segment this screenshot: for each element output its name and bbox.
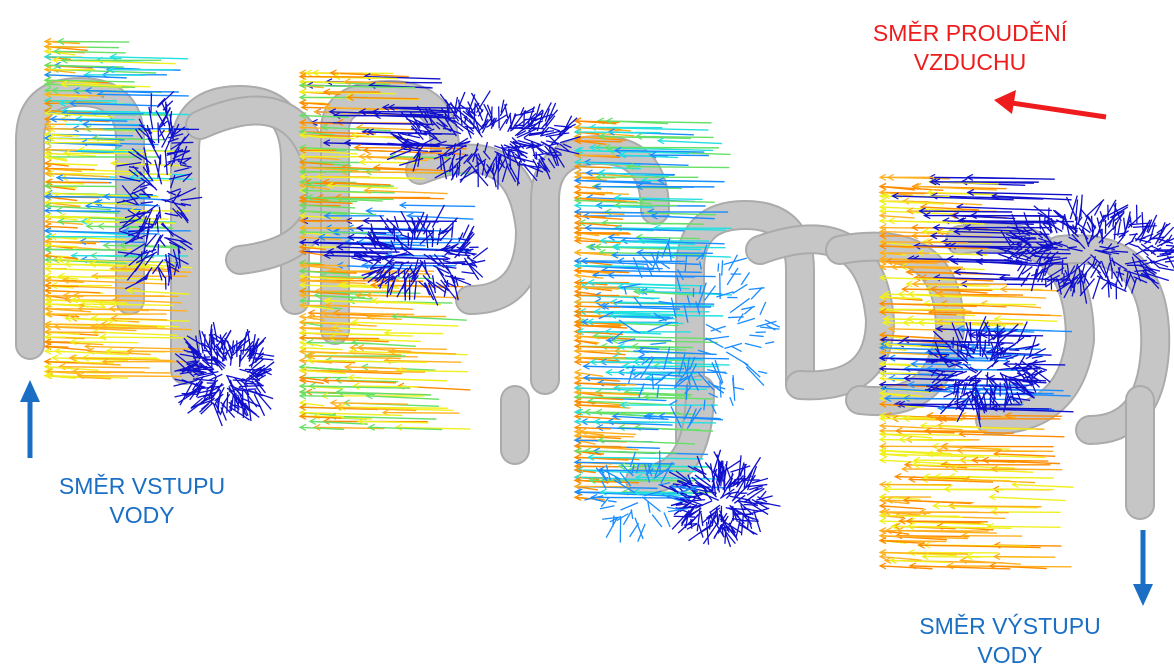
recirculation-zone (658, 449, 781, 548)
recirculation-zone (925, 316, 1051, 428)
vector-block (43, 37, 193, 380)
recirculation-zone (995, 194, 1174, 304)
water-outlet-label-line2: VODY (977, 642, 1043, 668)
water-inlet-arrow (20, 380, 40, 458)
water-outlet-label-line1: SMĚR VÝSTUPU (919, 613, 1101, 639)
water-inlet-label-line2: VODY (109, 502, 175, 528)
recirculation-zone (173, 321, 275, 427)
vector-block (573, 117, 732, 501)
recirculation-zone (598, 237, 781, 430)
velocity-vector-field (43, 37, 1174, 570)
air-flow-direction-label: SMĚR PROUDĚNÍ VZDUCHU (835, 19, 1105, 77)
recirculation-zone (386, 90, 581, 190)
air-flow-arrow (994, 90, 1107, 120)
recirculation-zone (116, 90, 203, 290)
water-outlet-arrow (1133, 530, 1153, 606)
water-inlet-label-line1: SMĚR VSTUPU (58, 473, 226, 499)
vector-block (298, 69, 476, 431)
recirculation-zone (349, 204, 489, 306)
recirculation-zone (584, 450, 698, 543)
air-flow-label-line1: SMĚR PROUDĚNÍ (872, 20, 1068, 46)
water-inlet-direction-label: SMĚR VSTUPU VODY (22, 472, 262, 530)
air-flow-label-line2: VZDUCHU (913, 49, 1027, 75)
water-outlet-direction-label: SMĚR VÝSTUPU VODY (880, 612, 1140, 670)
